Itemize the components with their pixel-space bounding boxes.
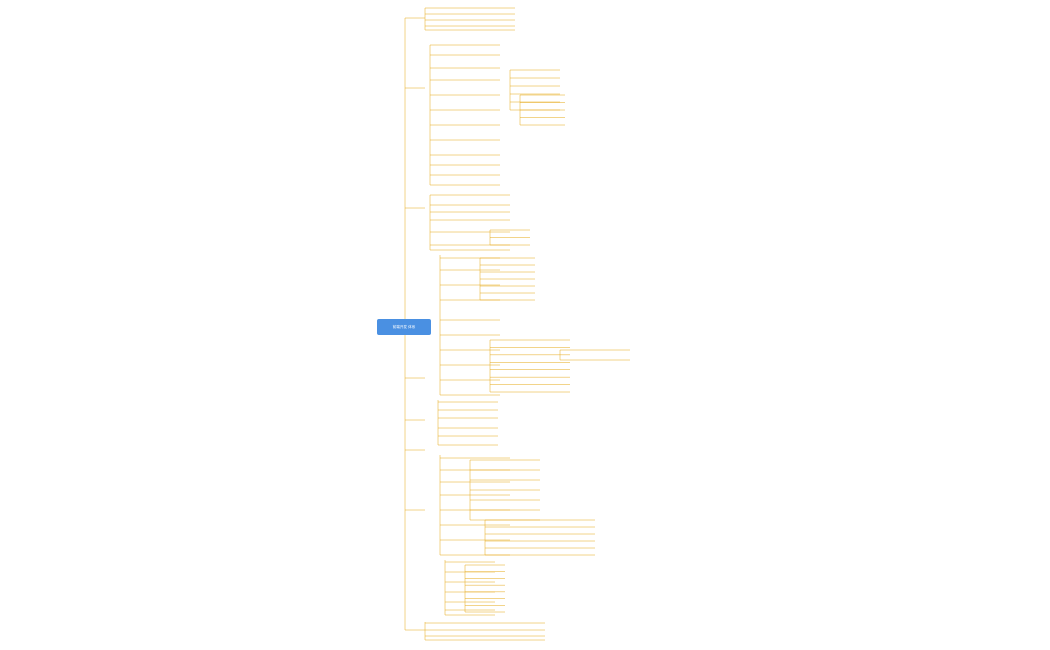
root-label: 前端开发 体系 [392,324,416,329]
root-node[interactable]: 前端开发 体系 [377,319,431,335]
